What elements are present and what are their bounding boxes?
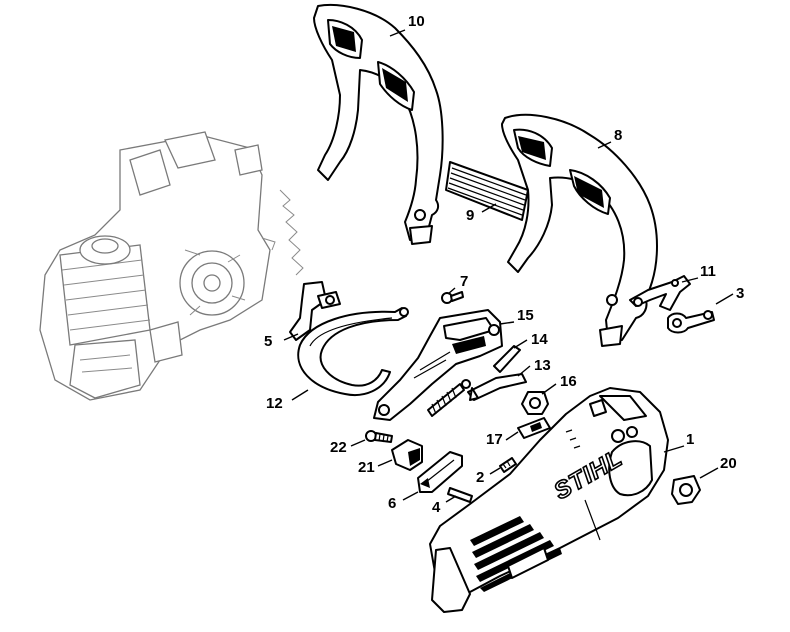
- callout-20: 16: [560, 373, 577, 390]
- callout-3: 3: [736, 285, 744, 302]
- tensioner-slide: [417, 451, 463, 493]
- callout-12: 12: [266, 395, 283, 412]
- pin: [447, 487, 473, 503]
- brake-linkage: [629, 275, 691, 311]
- bracket: [289, 281, 341, 341]
- leader-lines: [283, 29, 734, 503]
- slider-block: [517, 417, 551, 439]
- brake-band: [297, 307, 409, 396]
- callout-1: 1: [686, 431, 694, 448]
- callout-16: 17: [486, 431, 503, 448]
- callout-10: 10: [408, 13, 425, 30]
- callout-11: 11: [700, 263, 716, 280]
- callout-17: 20: [720, 455, 737, 472]
- collar-nut: [521, 391, 549, 415]
- engine-assembly: [39, 131, 304, 401]
- callout-15: 15: [517, 307, 534, 324]
- callout-22: 22: [330, 439, 347, 456]
- stud: [499, 457, 517, 473]
- callout-21: 21: [358, 459, 375, 476]
- callout-14: 14: [531, 331, 548, 348]
- callout-7: 7: [460, 273, 468, 290]
- callout-6: 6: [388, 495, 396, 512]
- callout-8: 8: [614, 127, 622, 144]
- spring-rod: [427, 345, 521, 417]
- callout-9: 9: [466, 207, 474, 224]
- pivot-lever: [667, 310, 715, 334]
- brake-lever-housing: [373, 309, 503, 421]
- sprocket-cover: STIHL: [429, 387, 669, 613]
- callout-13: 13: [534, 357, 551, 374]
- spring-plate: [467, 373, 527, 401]
- front-hand-guard: [501, 113, 658, 347]
- cooling-vents: [470, 516, 562, 592]
- rear-hand-guard: [313, 4, 444, 245]
- chain-catcher: [391, 439, 423, 471]
- screw-22: [365, 430, 393, 443]
- callout-labels: 10 8 9 11 3 7 15 14 13 16 5 12 17 22 21 …: [264, 13, 744, 516]
- callout-4: 4: [432, 499, 441, 516]
- filter-strip: [445, 161, 529, 221]
- callout-5: 5: [264, 333, 272, 350]
- screw-7: [441, 291, 464, 304]
- callout-2: 2: [476, 469, 484, 486]
- cover-nut: [671, 475, 701, 505]
